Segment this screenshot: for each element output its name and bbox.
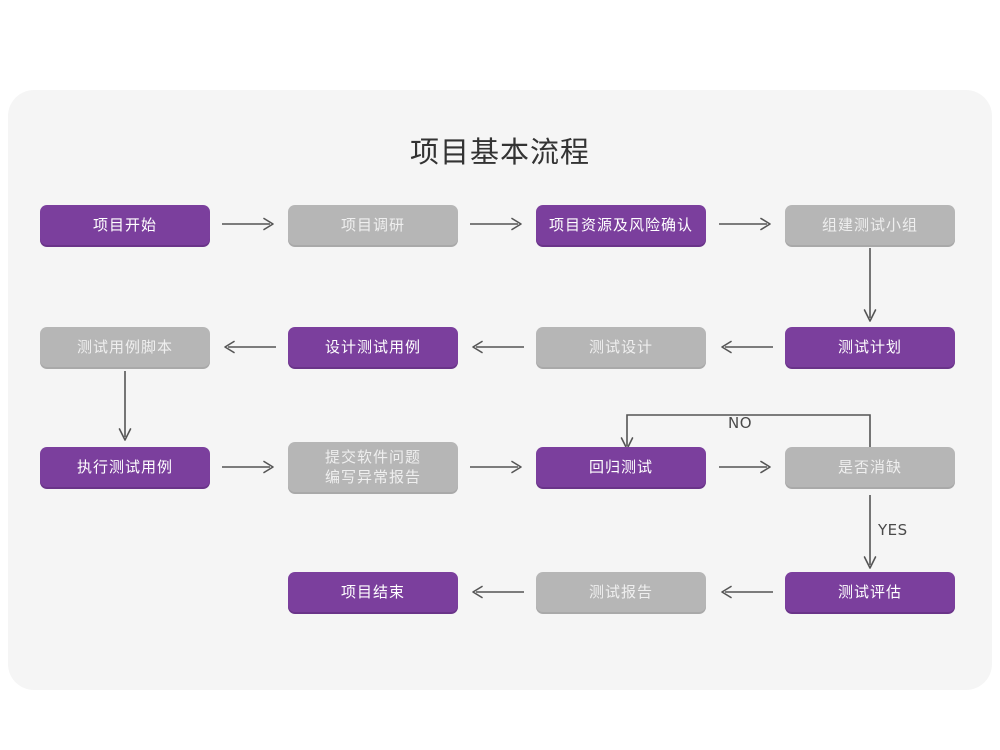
edge-label-yes: YES	[878, 521, 908, 539]
node-label: 测试用例脚本	[76, 338, 173, 356]
node-label: 执行测试用例	[76, 458, 173, 476]
node-label: 回归测试	[588, 458, 653, 476]
arrow-left-design-to-script	[222, 340, 276, 354]
node-label: 项目资源及风险确认	[548, 216, 693, 234]
page-title: 项目基本流程	[409, 135, 590, 169]
arrow-left-report-to-end	[470, 585, 524, 599]
node-build-test-team[interactable]: 组建测试小组	[785, 205, 955, 245]
arrow-left-testplan-to-testdesign	[719, 340, 773, 354]
node-label: 是否消缺	[837, 458, 902, 476]
arrow-right-execute-to-submit	[222, 460, 276, 474]
node-label: 测试设计	[588, 338, 653, 356]
node-defect-cleared[interactable]: 是否消缺	[785, 447, 955, 487]
node-label: 测试计划	[837, 338, 902, 356]
arrow-left-evaluation-to-report	[719, 585, 773, 599]
arrow-right-regression-to-defect	[719, 460, 773, 474]
node-test-evaluation[interactable]: 测试评估	[785, 572, 955, 612]
node-label: 组建测试小组	[821, 216, 918, 234]
node-resource-risk-confirm[interactable]: 项目资源及风险确认	[536, 205, 706, 245]
arrow-left-testdesign-to-design	[470, 340, 524, 354]
node-project-end[interactable]: 项目结束	[288, 572, 458, 612]
node-test-design[interactable]: 测试设计	[536, 327, 706, 367]
arrow-down-script-to-execute	[118, 371, 132, 443]
node-label: 设计测试用例	[324, 338, 421, 356]
arrow-down-defect-to-evaluation	[863, 495, 877, 571]
arrow-down-team-to-testplan	[863, 248, 877, 324]
node-label: 提交软件问题	[324, 448, 421, 466]
node-project-start[interactable]: 项目开始	[40, 205, 210, 245]
edge-label-no: NO	[728, 414, 753, 432]
arrow-right-risk-to-team	[719, 217, 773, 231]
node-test-report[interactable]: 测试报告	[536, 572, 706, 612]
node-label: 项目结束	[340, 583, 405, 601]
arrow-right-submit-to-regression	[470, 460, 524, 474]
node-label: 测试评估	[837, 583, 902, 601]
node-label-second-line: 编写异常报告	[324, 468, 421, 486]
node-project-research[interactable]: 项目调研	[288, 205, 458, 245]
node-label: 项目调研	[340, 216, 405, 234]
node-testcase-script[interactable]: 测试用例脚本	[40, 327, 210, 367]
node-regression-test[interactable]: 回归测试	[536, 447, 706, 487]
node-design-testcase[interactable]: 设计测试用例	[288, 327, 458, 367]
node-execute-testcase[interactable]: 执行测试用例	[40, 447, 210, 487]
node-label: 项目开始	[92, 216, 157, 234]
arrow-right-research-to-risk	[470, 217, 524, 231]
arrow-right-start-to-research	[222, 217, 276, 231]
node-submit-issue-report[interactable]: 提交软件问题 编写异常报告	[288, 442, 458, 492]
node-label: 测试报告	[588, 583, 653, 601]
node-test-plan[interactable]: 测试计划	[785, 327, 955, 367]
